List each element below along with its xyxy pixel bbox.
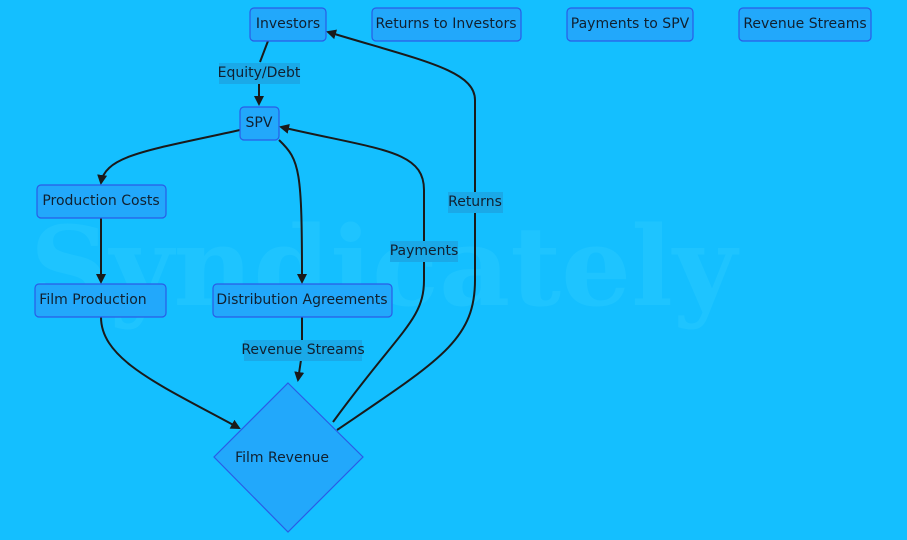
svg-text:Film Production: Film Production [39, 292, 146, 308]
legend-returns-to-investors[interactable]: Returns to Investors [371, 7, 522, 42]
edge-distribution-film-revenue [298, 317, 302, 380]
svg-text:Payments: Payments [390, 243, 459, 259]
svg-text:Distribution Agreements: Distribution Agreements [216, 292, 387, 308]
node-spv[interactable]: SPV [239, 106, 280, 141]
edge-spv-distribution [278, 139, 307, 284]
svg-text:Film Revenue: Film Revenue [235, 450, 329, 466]
node-production-costs[interactable]: Production Costs [36, 184, 167, 219]
svg-text:Revenue Streams: Revenue Streams [241, 342, 364, 358]
svg-text:Production Costs: Production Costs [42, 193, 159, 209]
svg-text:Returns to Investors: Returns to Investors [375, 16, 516, 32]
node-film-revenue[interactable]: Film Revenue [213, 382, 364, 533]
edge-film-revenue-investors [326, 29, 476, 431]
svg-text:SPV: SPV [246, 115, 273, 131]
node-film-production[interactable]: Film Production [34, 283, 167, 318]
legend-revenue-streams[interactable]: Revenue Streams [738, 7, 872, 42]
svg-text:Payments to SPV: Payments to SPV [571, 16, 690, 32]
edge-film-production-film-revenue [100, 316, 241, 429]
svg-text:Equity/Debt: Equity/Debt [218, 65, 301, 81]
edge-film-revenue-spv [279, 123, 425, 423]
edge-label-returns: Returns [448, 192, 503, 213]
edge-label-payments: Payments [390, 241, 459, 262]
svg-text:Revenue Streams: Revenue Streams [743, 16, 866, 32]
edge-label-revenue-streams: Revenue Streams [241, 340, 365, 361]
legend-payments-to-spv[interactable]: Payments to SPV [566, 7, 694, 42]
edge-spv-production-costs [97, 129, 241, 185]
edge-investors-spv [259, 40, 269, 104]
svg-text:Investors: Investors [256, 16, 320, 32]
svg-text:Returns: Returns [448, 194, 502, 210]
edge-label-equity-debt: Equity/Debt [218, 63, 301, 84]
node-distribution-agreements[interactable]: Distribution Agreements [212, 283, 393, 318]
node-investors[interactable]: Investors [249, 7, 327, 42]
